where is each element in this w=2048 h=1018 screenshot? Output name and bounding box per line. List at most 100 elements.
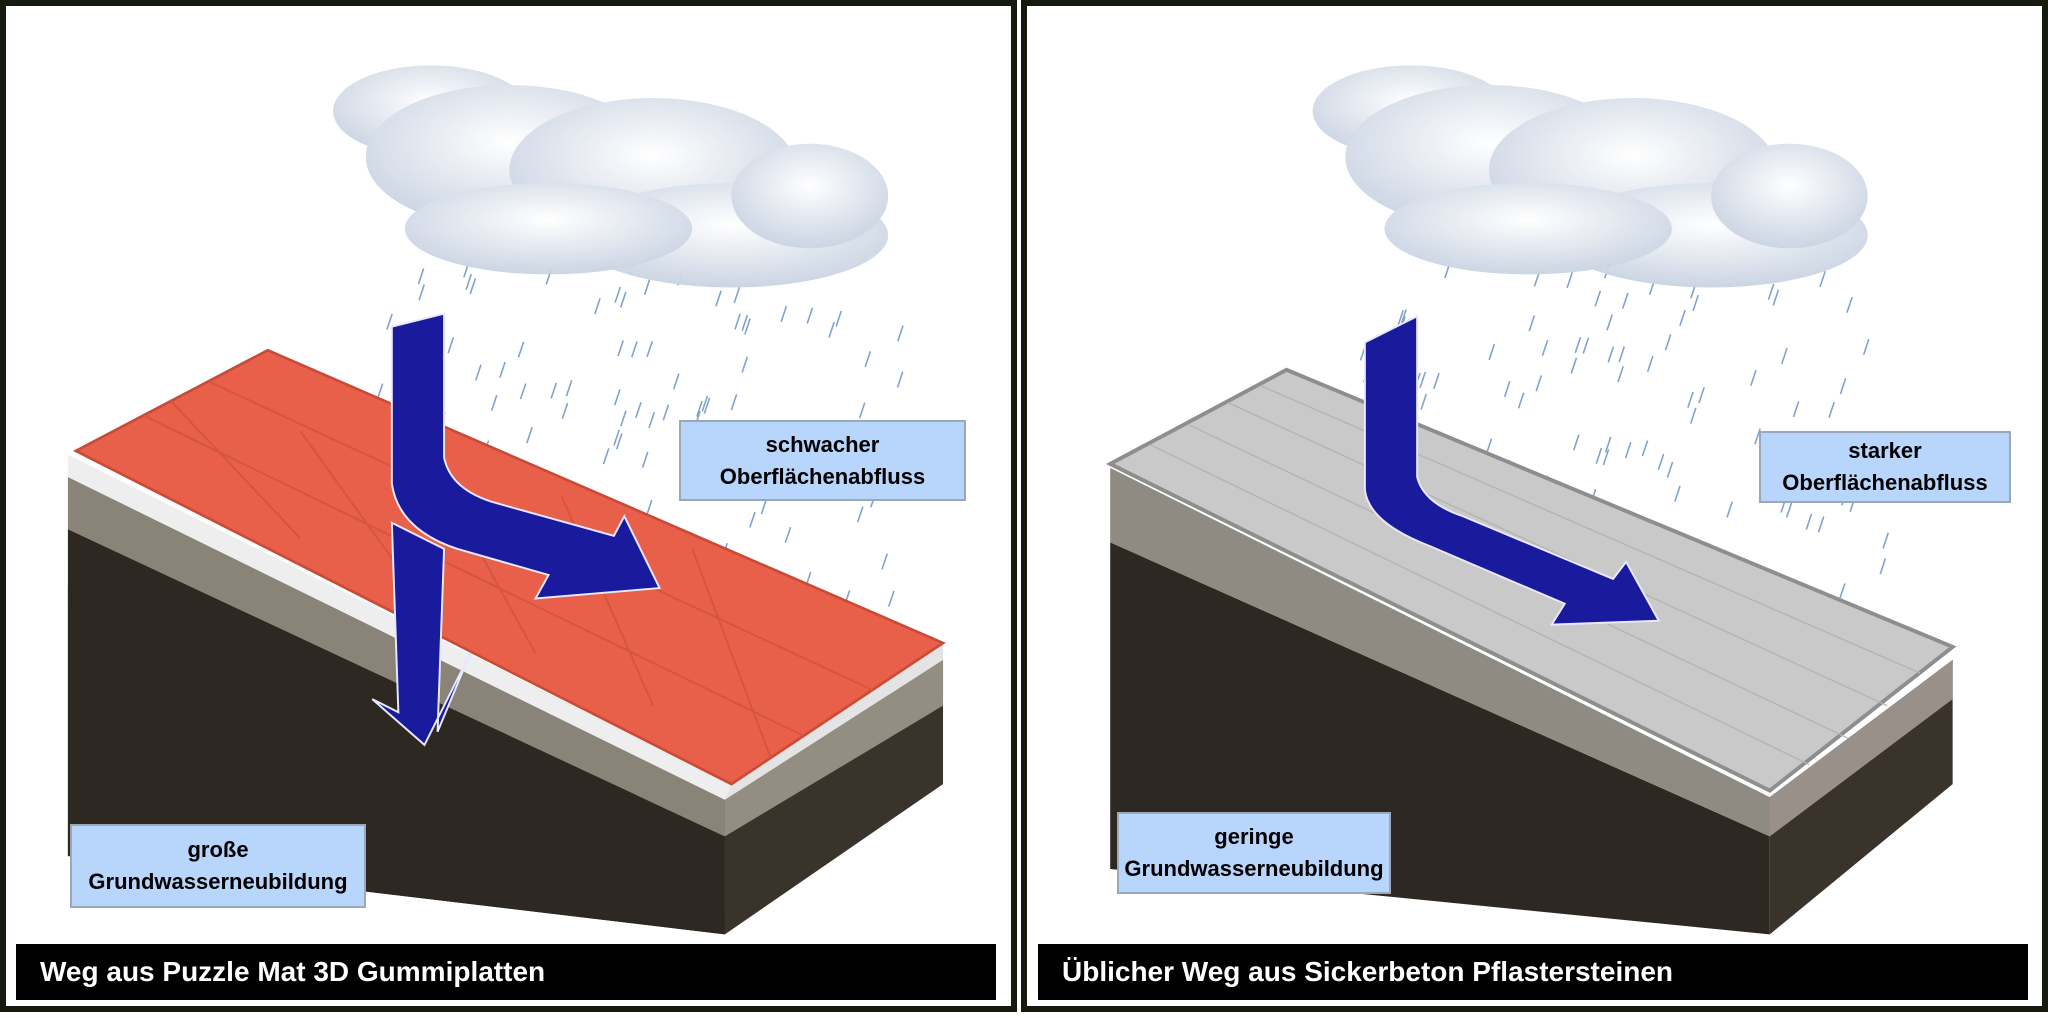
raindrop [662, 404, 670, 421]
raindrop [1846, 296, 1853, 313]
raindrop [1839, 378, 1847, 395]
raindrop [1621, 292, 1629, 309]
groundwater-label-left: große Grundwasserneubildung [70, 824, 366, 908]
raindrop [1594, 290, 1602, 307]
raindrop [733, 287, 741, 304]
raindrop [526, 427, 533, 444]
raindrop [835, 310, 843, 327]
raindrop [1488, 343, 1496, 361]
raindrop [1617, 366, 1624, 383]
raindrop [1400, 309, 1407, 326]
groundwater-label-line1: große [187, 837, 249, 863]
groundwater-label-line1: geringe [1214, 824, 1294, 850]
raindrop [617, 340, 624, 357]
raindrop [1528, 315, 1536, 332]
raindrop [780, 305, 788, 323]
raindrop [1397, 309, 1404, 327]
raindrop [760, 498, 768, 515]
raindrop [1698, 387, 1705, 404]
raindrop [1595, 447, 1603, 464]
raindrop [864, 350, 872, 368]
raindrop [806, 307, 814, 324]
raindrop [887, 590, 895, 607]
raindrop [1572, 434, 1580, 451]
raindrop [499, 361, 506, 378]
runoff-label-right: starker Oberflächenabfluss [1759, 431, 2011, 503]
raindrop [1602, 449, 1610, 466]
raindrop [635, 402, 642, 419]
raindrop [701, 395, 709, 412]
raindrop [749, 511, 756, 528]
raindrop [475, 364, 482, 381]
raindrop [1687, 391, 1694, 408]
raindrop [828, 321, 835, 338]
raindrop [1828, 401, 1835, 419]
raindrop [1517, 392, 1525, 409]
caption-right: Üblicher Weg aus Sickerbeton Pflasterste… [1038, 944, 2028, 1000]
raindrop [1819, 270, 1826, 288]
raindrop [645, 499, 653, 517]
cloud-icon [333, 65, 889, 288]
raindrop [1618, 346, 1626, 363]
raindrop [561, 402, 569, 420]
caption-text: Üblicher Weg aus Sickerbeton Pflasterste… [1062, 956, 1674, 987]
raindrop [1674, 485, 1681, 502]
raindrop [631, 341, 638, 358]
raindrop [784, 526, 792, 544]
raindrop [517, 341, 525, 358]
raindrop [565, 380, 573, 397]
raindrop [741, 356, 749, 373]
raindrop [1624, 442, 1632, 459]
raindrop [469, 278, 477, 295]
raindrop [1862, 338, 1870, 356]
raindrop [715, 290, 722, 307]
raindrop [1541, 339, 1549, 357]
caption-text: Weg aus Puzzle Mat 3D Gummiplatten [40, 956, 546, 987]
raindrop [1879, 558, 1887, 575]
raindrop [672, 373, 680, 390]
raindrop [648, 411, 656, 429]
raindrop [465, 273, 473, 290]
raindrop [1781, 347, 1788, 365]
raindrop [1419, 371, 1427, 388]
raindrop [1679, 309, 1686, 327]
runoff-label-line2: Oberflächenabfluss [1782, 470, 1988, 495]
raindrop [447, 337, 455, 354]
raindrop [1433, 372, 1440, 390]
raindrop [1767, 283, 1775, 300]
raindrop [519, 383, 527, 400]
raindrop [613, 389, 621, 406]
raindrop [1750, 369, 1757, 386]
groundwater-label-line2: Grundwasserneubildung [88, 869, 348, 894]
raindrop [1882, 532, 1890, 549]
raindrop [418, 284, 425, 301]
raindrop [1646, 355, 1654, 373]
runoff-arrow-icon [371, 312, 662, 747]
raindrop [1666, 461, 1674, 478]
raindrop [619, 291, 627, 308]
runoff-arrow-icon [1363, 314, 1661, 626]
raindrop [615, 433, 623, 450]
raindrop [856, 506, 864, 523]
raindrop [1607, 346, 1615, 363]
raindrop [1726, 501, 1734, 518]
raindrop [550, 382, 558, 399]
raindrop [1692, 294, 1700, 312]
raindrop [1606, 314, 1613, 331]
raindrop [741, 314, 749, 331]
raindrop [386, 313, 393, 330]
raindrop [1792, 401, 1800, 418]
raindrop [1657, 453, 1665, 470]
raindrop [1838, 583, 1846, 600]
raindrop [730, 394, 738, 411]
raindrop [896, 371, 904, 388]
raindrop [614, 286, 622, 303]
raindrop [1772, 289, 1780, 306]
raindrop [641, 451, 649, 468]
raindrop [744, 318, 751, 335]
raindrop [490, 394, 498, 412]
raindrop [734, 313, 741, 330]
raindrop [897, 325, 904, 342]
raindrop [881, 553, 888, 570]
